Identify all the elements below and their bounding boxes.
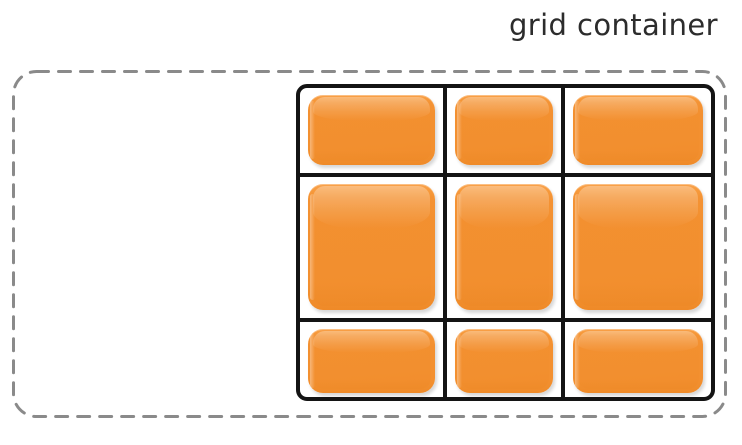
tile-edge-highlight [457, 100, 462, 160]
grid-item-r3c2[interactable] [455, 329, 553, 393]
grid-cell-r3c2 [447, 322, 565, 397]
dashed-border-outline [12, 70, 727, 418]
grid-item-r2c3[interactable] [573, 184, 703, 310]
grid-cell-r1c1 [300, 88, 447, 177]
tile-gloss-highlight [458, 186, 550, 229]
tile-edge-highlight [457, 334, 462, 388]
grid-container-boundary [12, 70, 727, 418]
tile-edge-highlight [310, 334, 315, 388]
tile-inner-face [460, 189, 549, 306]
tile-inner-face [578, 100, 699, 161]
grid-item-r1c3[interactable] [573, 95, 703, 165]
grid-cell-r2c3 [565, 177, 711, 322]
grid-table [296, 84, 715, 401]
tile-inner-face [313, 334, 431, 389]
tile-inner-face [460, 334, 549, 389]
grid-cell-r2c2 [447, 177, 565, 322]
grid-item-r2c2[interactable] [455, 184, 553, 310]
grid-item-r1c2[interactable] [455, 95, 553, 165]
tile-inner-face [578, 189, 699, 306]
tile-inner-face [460, 100, 549, 161]
tile-gloss-highlight [458, 331, 550, 353]
tile-edge-highlight [575, 334, 580, 388]
grid-item-r1c1[interactable] [308, 95, 435, 165]
grid-item-r3c1[interactable] [308, 329, 435, 393]
tile-gloss-highlight [458, 97, 550, 121]
tile-inner-face [313, 189, 431, 306]
tile-edge-highlight [310, 194, 315, 300]
grid-cell-r3c3 [565, 322, 711, 397]
tile-edge-highlight [457, 194, 462, 300]
grid-cell-r2c1 [300, 177, 447, 322]
grid-cell-r1c3 [565, 88, 711, 177]
grid-item-r3c3[interactable] [573, 329, 703, 393]
tile-gloss-highlight [578, 97, 698, 121]
tile-edge-highlight [575, 194, 580, 300]
page-title: grid container [508, 8, 718, 42]
tile-edge-highlight [575, 100, 580, 160]
tile-gloss-highlight [313, 331, 430, 353]
tile-gloss-highlight [578, 331, 698, 353]
tile-gloss-highlight [578, 186, 698, 229]
tile-inner-face [313, 100, 431, 161]
tile-inner-face [578, 334, 699, 389]
tile-gloss-highlight [313, 186, 430, 229]
grid-cell-r1c2 [447, 88, 565, 177]
tile-gloss-highlight [313, 97, 430, 121]
tile-edge-highlight [310, 100, 315, 160]
grid-cell-r3c1 [300, 322, 447, 397]
grid-item-r2c1[interactable] [308, 184, 435, 310]
